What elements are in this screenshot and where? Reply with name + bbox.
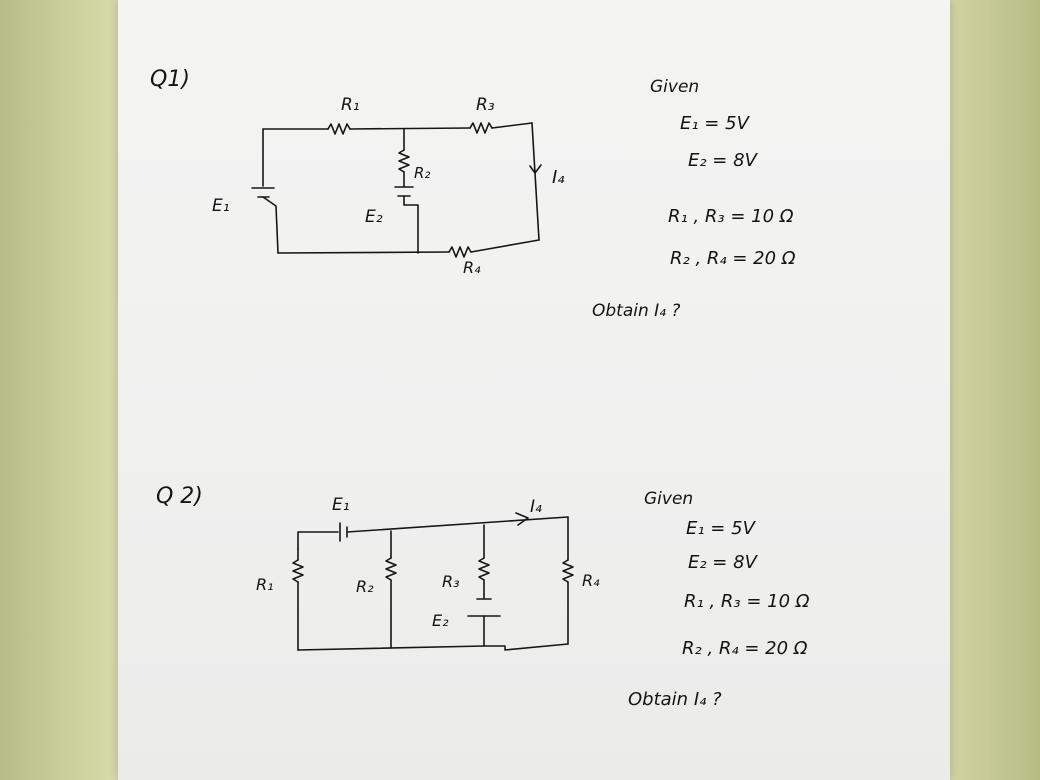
q1-wire-top-right: [491, 122, 533, 129]
q2-label-r3: R₃: [442, 572, 460, 591]
q1-given-e2: E₂ = 8V: [688, 150, 759, 171]
q1-question: Obtain I₄ ?: [592, 301, 680, 321]
q2-label-r4: R₄: [582, 571, 600, 590]
q1-label-i4: I₄: [552, 167, 565, 188]
q2-battery-e1: [339, 522, 348, 542]
q2-given-r1r3: R₁ , R₃ = 10 Ω: [684, 591, 810, 612]
q1-label-r1: R₁: [341, 95, 360, 115]
q1-wire-top-mid: [349, 127, 471, 130]
q2-number: Q 2): [156, 484, 203, 509]
q2-battery-e2: [467, 598, 501, 617]
q1-wire-right: [531, 122, 540, 241]
q1-number: Q1): [150, 67, 190, 92]
q1-given-heading: Given: [650, 77, 699, 97]
q1-resistor-r3: [469, 122, 493, 134]
q1-label-r3: R₃: [476, 95, 495, 115]
q1-given-r2r4: R₂ , R₄ = 20 Ω: [670, 248, 796, 269]
q2-label-e1: E₁: [332, 495, 350, 515]
q1-resistor-r1: [327, 123, 351, 135]
q2-given-e2: E₂ = 8V: [688, 552, 759, 573]
q1-label-r2: R₂: [414, 164, 430, 182]
q2-wire-bottom: [297, 643, 569, 651]
q2-wire-top-left: [297, 531, 339, 550]
q2-resistor-r3: [478, 557, 490, 581]
q1-battery-e2: [394, 186, 414, 197]
q1-circuit: [251, 122, 542, 258]
q1-label-r4: R₄: [463, 258, 481, 277]
q1-label-e1: E₁: [212, 196, 230, 216]
q1-arrow-i4: [529, 164, 542, 174]
q2-arrow-i4: [515, 512, 529, 526]
q2-resistor-r1: [292, 559, 304, 583]
q2-label-e2: E₂: [432, 611, 449, 630]
q1-wire-bottom-right: [470, 239, 540, 253]
q1-given-r1r3: R₁ , R₃ = 10 Ω: [668, 206, 794, 227]
q2-question: Obtain I₄ ?: [628, 689, 722, 710]
q1-wire-mid-bottom: [403, 195, 419, 254]
q2-resistor-r2: [385, 557, 397, 581]
q1-given-e1: E₁ = 5V: [680, 113, 751, 134]
q1-label-e2: E₂: [365, 207, 383, 227]
q2-given-e1: E₁ = 5V: [686, 518, 757, 539]
q1-wire-bottom-left: [277, 251, 450, 254]
q1-resistor-r4: [448, 246, 472, 258]
q1-battery-e1: [251, 187, 275, 198]
q2-label-r1: R₁: [256, 575, 274, 594]
q1-wire-left-lower: [262, 196, 279, 254]
q2-label-r2: R₂: [356, 577, 374, 596]
q2-wire-top: [346, 516, 569, 533]
q2-circuit: [292, 512, 574, 651]
q2-given-r2r4: R₂ , R₄ = 20 Ω: [682, 638, 808, 659]
paper-sheet: [118, 0, 950, 780]
q2-given-heading: Given: [644, 489, 693, 509]
q1-resistor-r2: [398, 149, 410, 173]
q2-resistor-r4: [562, 559, 574, 583]
q2-label-i4: I₄: [530, 497, 542, 517]
